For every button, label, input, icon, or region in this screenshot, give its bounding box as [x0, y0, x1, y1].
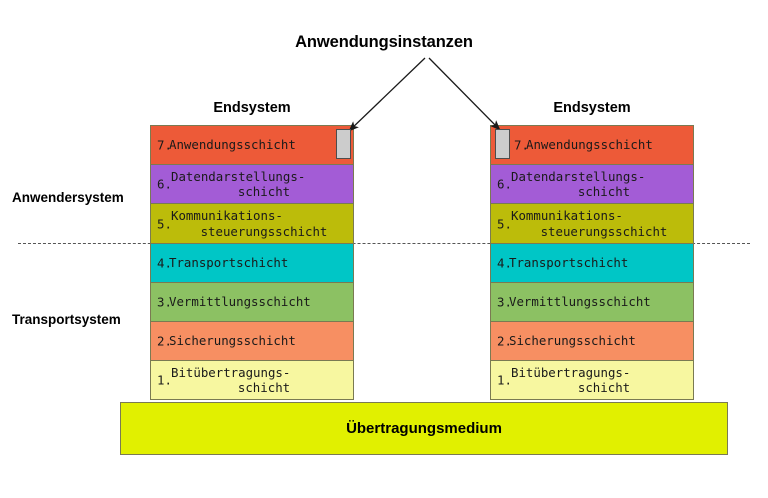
arrow-to-left-instance — [348, 57, 426, 132]
layer-3-right[interactable]: 3. Vermittlungsschicht — [490, 282, 694, 321]
layer-label: Transportschicht — [169, 255, 289, 271]
layer-number: 7. — [157, 137, 172, 153]
layer-number: 7. — [514, 137, 529, 153]
layer-label-line2: schicht — [577, 184, 631, 199]
layer-number: 5. — [497, 215, 512, 231]
layer-label-line2: schicht — [237, 380, 291, 395]
layer-label: Bitübertragungs- schicht — [495, 365, 689, 395]
layer-6-right[interactable]: 6. Datendarstellungs- schicht — [490, 164, 694, 203]
application-instance-box-right[interactable] — [495, 129, 510, 159]
layer-1-left[interactable]: 1. Bitübertragungs- schicht — [150, 360, 354, 400]
layer-number: 2. — [497, 333, 512, 349]
layer-label: Kommunikations- steuerungsschicht — [155, 208, 349, 238]
layer-label: Datendarstellungs- schicht — [155, 169, 349, 199]
layer-number: 3. — [497, 294, 512, 310]
layer-4-right[interactable]: 4. Transportschicht — [490, 243, 694, 282]
layer-number: 1. — [497, 372, 512, 388]
layer-5-left[interactable]: 5. Kommunikations- steuerungsschicht — [150, 203, 354, 243]
layer-6-left[interactable]: 6. Datendarstellungs- schicht — [150, 164, 354, 203]
layer-label-line1: Bitübertragungs- — [171, 364, 291, 380]
layer-label: Sicherungsschicht — [169, 333, 296, 349]
layer-5-right[interactable]: 5. Kommunikations- steuerungsschicht — [490, 203, 694, 243]
layer-label-line2: steuerungsschicht — [200, 223, 328, 239]
layer-label: Sicherungsschicht — [509, 333, 636, 349]
layer-2-right[interactable]: 2. Sicherungsschicht — [490, 321, 694, 360]
layer-7-right[interactable]: 7. Anwendungsschicht — [490, 125, 694, 164]
layer-label-line2: schicht — [577, 380, 631, 395]
layer-2-left[interactable]: 2. Sicherungsschicht — [150, 321, 354, 360]
transmission-medium-label: Übertragungsmedium — [346, 420, 502, 437]
layer-label: Bitübertragungs- schicht — [155, 365, 349, 395]
system-divider-line — [18, 243, 750, 244]
layer-label: Kommunikations- steuerungsschicht — [495, 208, 689, 238]
endsystem-label-left: Endsystem — [213, 100, 291, 116]
layer-label: Transportschicht — [509, 255, 629, 271]
layer-label: Anwendungsschicht — [169, 137, 296, 153]
layer-label: Vermittlungsschicht — [509, 294, 651, 310]
layer-stack-right: 7. Anwendungsschicht 6. Datendarstellung… — [490, 125, 694, 400]
transmission-medium-bar[interactable]: Übertragungsmedium — [120, 402, 728, 455]
endsystem-label-right: Endsystem — [553, 100, 631, 116]
layer-number: 6. — [497, 176, 512, 192]
layer-7-left[interactable]: 7. Anwendungsschicht — [150, 125, 354, 164]
layer-number: 2. — [157, 333, 172, 349]
layer-4-left[interactable]: 4. Transportschicht — [150, 243, 354, 282]
layer-1-right[interactable]: 1. Bitübertragungs- schicht — [490, 360, 694, 400]
layer-number: 4. — [497, 255, 512, 271]
layer-label-line1: Kommunikations- — [171, 208, 283, 224]
layer-label-line2: steuerungsschicht — [540, 223, 668, 239]
layer-3-left[interactable]: 3. Vermittlungsschicht — [150, 282, 354, 321]
layer-label: Anwendungsschicht — [526, 137, 653, 153]
layer-label: Vermittlungsschicht — [169, 294, 311, 310]
layer-number: 5. — [157, 215, 172, 231]
layer-label-line1: Kommunikations- — [511, 208, 623, 224]
page-title: Anwendungsinstanzen — [295, 33, 473, 51]
label-transportsystem: Transportsystem — [12, 312, 121, 327]
layer-number: 4. — [157, 255, 172, 271]
layer-label-line1: Datendarstellungs- — [171, 168, 306, 184]
layer-number: 3. — [157, 294, 172, 310]
layer-label-line2: schicht — [237, 184, 291, 199]
application-instance-box-left[interactable] — [336, 129, 351, 159]
layer-label-line1: Datendarstellungs- — [511, 168, 646, 184]
layer-stack-left: 7. Anwendungsschicht 6. Datendarstellung… — [150, 125, 354, 400]
arrow-to-right-instance — [428, 57, 501, 131]
layer-number: 1. — [157, 372, 172, 388]
label-anwendersystem: Anwendersystem — [12, 190, 124, 205]
layer-label: Datendarstellungs- schicht — [495, 169, 689, 199]
layer-label-line1: Bitübertragungs- — [511, 364, 631, 380]
layer-number: 6. — [157, 176, 172, 192]
